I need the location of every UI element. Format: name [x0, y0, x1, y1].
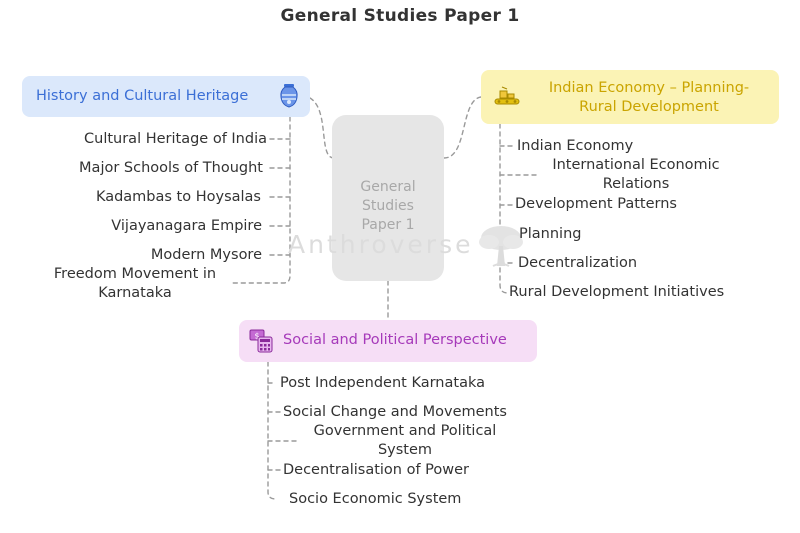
- connector-history-center: [309, 97, 335, 159]
- central-node: [332, 115, 444, 281]
- branch-indian-economy: Indian Economy – Planning- Rural Develop…: [481, 70, 779, 124]
- conveyor-belt-icon: [494, 86, 520, 105]
- greek-vase-icon: [280, 84, 298, 108]
- economy-item-indian-economy: Indian Economy: [517, 138, 634, 154]
- economy-item-decentralization: Decentralization: [518, 255, 638, 271]
- social-item-social-change: Social Change and Movements: [283, 404, 507, 420]
- history-item-cultural-heritage: Cultural Heritage of India: [84, 131, 267, 147]
- connector-economy-center: [443, 96, 482, 159]
- svg-text:$: $: [254, 332, 259, 341]
- watermark-text: Anthroverse: [288, 230, 474, 259]
- connector-social-items: [267, 361, 277, 500]
- social-item-post-independent: Post Independent Karnataka: [280, 375, 485, 391]
- central-node-label: General Studies Paper 1: [360, 179, 416, 233]
- history-item-vijayanagara: Vijayanagara Empire: [111, 218, 262, 234]
- branch-history-label: History and Cultural Heritage: [36, 88, 249, 104]
- economy-item-rural-development: Rural Development Initiatives: [509, 284, 725, 300]
- history-item-kadambas-hoysalas: Kadambas to Hoysalas: [95, 189, 261, 205]
- history-item-modern-mysore: Modern Mysore: [150, 247, 262, 263]
- money-calculator-icon: $: [249, 329, 273, 353]
- diagram-title: General Studies Paper 1: [280, 6, 520, 26]
- social-item-government-system: Government and Political System: [313, 423, 497, 458]
- social-item-socio-economic: Socio Economic System: [289, 491, 462, 507]
- economy-item-planning: Planning: [519, 226, 582, 242]
- history-item-schools-of-thought: Major Schools of Thought: [79, 160, 263, 176]
- economy-item-international-relations: International Economic Relations: [552, 157, 720, 192]
- tree-watermark-icon: [479, 226, 523, 267]
- branch-social-political: $ Social and Political Perspective: [239, 320, 537, 362]
- branch-economy-label: Indian Economy – Planning- Rural Develop…: [548, 80, 750, 115]
- social-item-decentralisation-power: Decentralisation of Power: [283, 462, 470, 478]
- branch-social-label: Social and Political Perspective: [283, 332, 507, 348]
- history-item-freedom-movement: Freedom Movement in Karnataka: [53, 266, 217, 301]
- branch-history-cultural-heritage: History and Cultural Heritage: [22, 76, 310, 117]
- connector-economy-items: [499, 123, 509, 294]
- connector-history-items: [231, 116, 291, 284]
- economy-item-development-patterns: Development Patterns: [515, 196, 677, 212]
